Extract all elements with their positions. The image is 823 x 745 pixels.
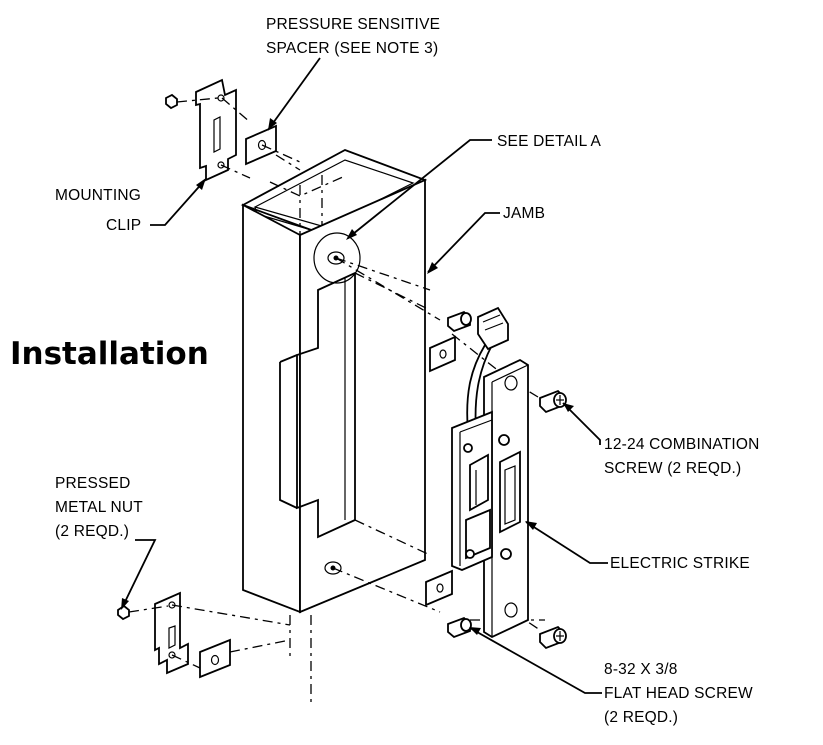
alignment-line — [335, 257, 441, 321]
flat-head-screw-lower — [447, 616, 472, 639]
pressure-sensitive-spacer-top — [245, 124, 301, 171]
jamb-spacer-upper — [429, 335, 456, 373]
label-spacer-line1: PRESSURE SENSITIVE — [266, 16, 440, 33]
label-nut-line1: PRESSED — [55, 475, 130, 492]
label-combination-screw-line2: SCREW (2 REQD.) — [604, 460, 741, 477]
mounting-clip-top — [165, 78, 251, 182]
label-see-detail-a: SEE DETAIL A — [497, 133, 602, 150]
label-jamb: JAMB — [503, 205, 545, 222]
combination-screw-lower — [539, 625, 567, 650]
label-flat-head-line1: 8-32 X 3/8 — [604, 661, 678, 678]
mounting-clip-bottom — [117, 591, 291, 675]
label-flat-head-line3: (2 REQD.) — [604, 709, 678, 726]
label-spacer-line2: SPACER (SEE NOTE 3) — [266, 40, 438, 57]
flat-head-screw-upper — [447, 310, 472, 333]
label-nut-line3: (2 REQD.) — [55, 523, 129, 540]
leader-lines — [121, 57, 608, 694]
jamb-spacer-lower — [425, 569, 453, 607]
pressure-sensitive-spacer-bottom — [199, 638, 291, 679]
label-electric-strike: ELECTRIC STRIKE — [610, 555, 750, 572]
label-nut-line2: METAL NUT — [55, 499, 143, 516]
electric-strike — [451, 358, 529, 639]
label-combination-screw-line1: 12-24 COMBINATION — [604, 436, 760, 453]
label-mounting-clip-line2: CLIP — [106, 217, 141, 234]
diagram-title: Installation — [10, 336, 209, 372]
label-mounting-clip-line1: MOUNTING — [55, 187, 141, 204]
jamb — [240, 149, 428, 705]
combination-screw-upper — [539, 389, 567, 414]
label-flat-head-line2: FLAT HEAD SCREW — [604, 685, 753, 702]
